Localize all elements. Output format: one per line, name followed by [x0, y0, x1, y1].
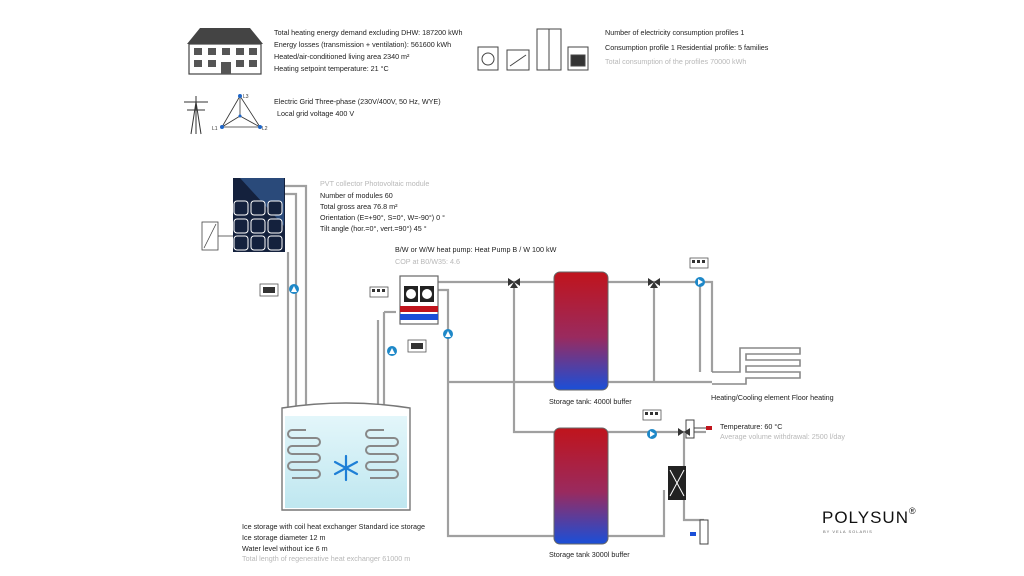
valve-icon [678, 428, 690, 436]
floor-heating-label: Heating/Cooling element Floor heating [711, 393, 834, 402]
building-total-heating-demand: Total heating energy demand excluding DH… [274, 28, 463, 37]
brand-name: POLYSUN [822, 508, 909, 527]
controller-icon [369, 286, 389, 298]
cold-water-inlet-icon [690, 519, 709, 545]
controller-icon [407, 339, 427, 353]
ice-storage-water-level: Water level without ice 6 m [242, 544, 328, 553]
appliances-icon [477, 28, 589, 71]
building-living-area: Heated/air-conditioned living area 2340 … [274, 52, 410, 61]
building-icon [187, 28, 263, 75]
building-energy-losses: Energy losses (transmission + ventilatio… [274, 40, 452, 49]
pvt-orientation: Orientation (E=+90°, S=0°, W=-90°) 0 ° [320, 213, 445, 222]
heat-pump-icon [399, 275, 439, 325]
pipes [285, 184, 714, 538]
pvt-gross-area: Total gross area 76.8 m² [320, 202, 398, 211]
brand-tagline: BY VELA SOLARIS [823, 529, 873, 534]
grid-type: Electric Grid Three-phase (230V/400V, 50… [274, 97, 441, 106]
pylon-icon [184, 96, 208, 135]
inverter-icon [201, 221, 233, 251]
valve-icon [508, 278, 520, 288]
consumption-profile-count: Number of electricity consumption profil… [605, 28, 745, 37]
three-phase-icon [220, 94, 262, 129]
pump-icon [387, 346, 397, 356]
ice-storage-diameter: Ice storage diameter 12 m [242, 533, 326, 542]
heat-exchanger-icon [668, 466, 686, 500]
pump-icon [647, 429, 657, 439]
pvt-tilt-angle: Tilt angle (hor.=0°, vert.=90°) 45 ° [320, 224, 427, 233]
ice-storage-type: Ice storage with coil heat exchanger Sta… [242, 522, 425, 531]
pump-icon [695, 277, 705, 287]
phase-l1-label: L1 [212, 126, 218, 132]
consumption-total: Total consumption of the profiles 70000 … [605, 57, 747, 66]
building-setpoint-temperature: Heating setpoint temperature: 21 °C [274, 64, 389, 73]
heat-pump-cop: COP at B0/W35: 4.6 [395, 257, 460, 266]
storage-tank-3000-icon [553, 427, 609, 545]
pump-icon [443, 329, 453, 339]
phase-l2-label: L2 [262, 126, 268, 132]
floor-heating-coil [712, 347, 801, 385]
pvt-collector-icon [233, 178, 285, 252]
phase-l3-label: L3 [243, 94, 249, 100]
valve-icon [648, 278, 660, 288]
storage-tank-4000-label: Storage tank: 4000l buffer [549, 397, 632, 406]
grid-voltage: Local grid voltage 400 V [277, 109, 355, 118]
pvt-module-count: Number of modules 60 [320, 191, 393, 200]
brand-mark: ® [909, 506, 917, 516]
consumption-profile-name: Consumption profile 1 Residential profil… [605, 43, 769, 52]
controller-icon [259, 283, 279, 297]
snowflake-icon [333, 454, 359, 482]
ice-storage-exchanger-length: Total length of regenerative heat exchan… [242, 554, 411, 563]
storage-tank-4000-icon [553, 271, 609, 391]
dhw-volume-withdrawal: Average volume withdrawal: 2500 l/day [720, 432, 845, 441]
controller-icon [642, 409, 662, 421]
heat-pump-type: B/W or W/W heat pump: Heat Pump B / W 10… [395, 245, 557, 254]
dhw-temperature: Temperature: 60 °C [720, 422, 783, 431]
controller-icon [689, 257, 709, 269]
polysun-logo: POLYSUN® [822, 506, 917, 528]
pump-icon [289, 284, 299, 294]
pvt-collector-type: PVT collector Photovoltaic module [320, 179, 430, 188]
storage-tank-3000-label: Storage tank 3000l buffer [549, 550, 630, 559]
